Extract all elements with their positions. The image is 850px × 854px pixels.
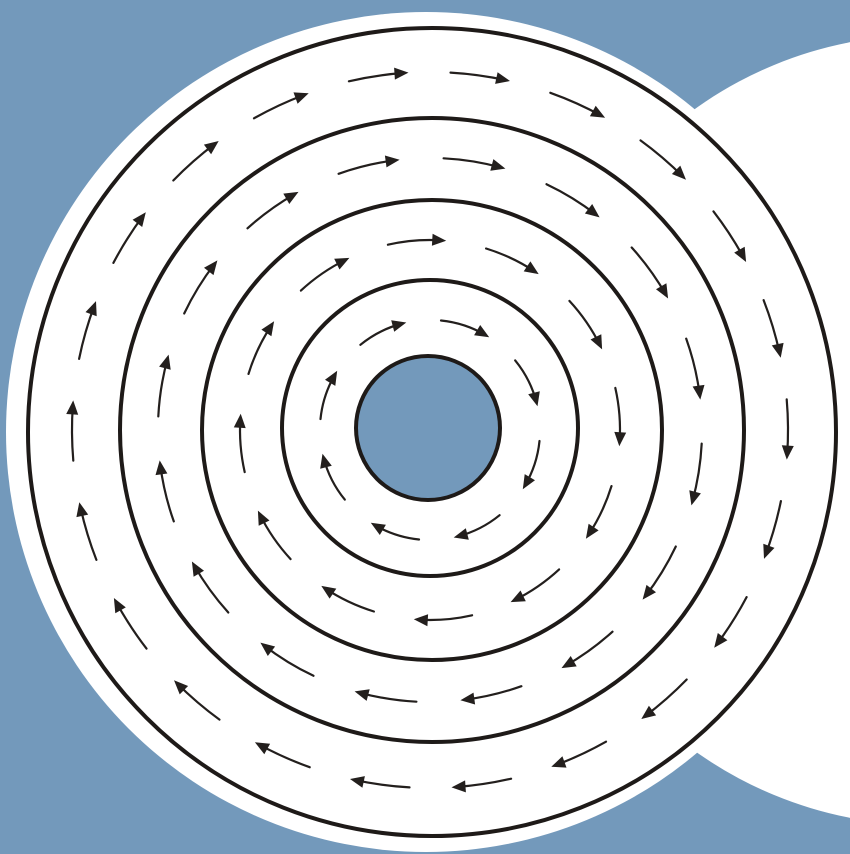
center-hole bbox=[356, 356, 500, 500]
